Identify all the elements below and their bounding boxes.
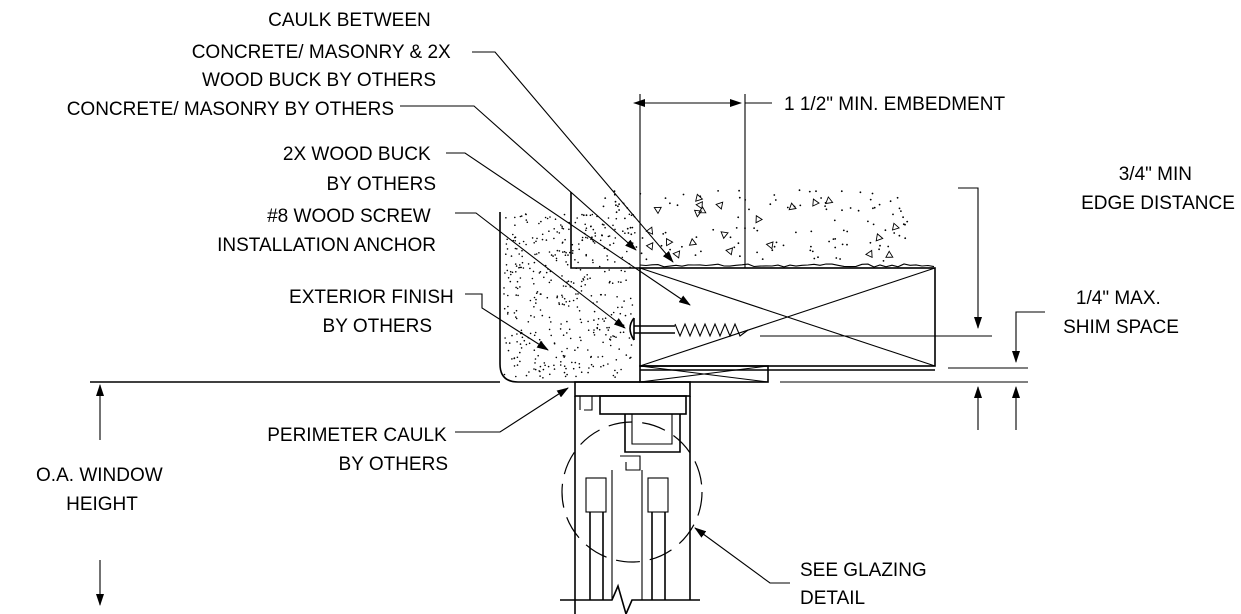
label-shim-space: 1/4" MAX. SHIM SPACE [1063, 288, 1179, 338]
label-embedment: 1 1/2" MIN. EMBEDMENT [784, 94, 1005, 115]
label-window-height: O.A. WINDOW HEIGHT [36, 465, 168, 515]
leader-lines [400, 51, 790, 584]
concrete-masonry [570, 189, 935, 269]
exterior-finish [499, 212, 640, 383]
label-wood-buck: 2X WOOD BUCK BY OTHERS [283, 144, 436, 195]
label-glazing-detail: SEE GLAZING DETAIL [800, 560, 932, 609]
label-concrete-masonry: CONCRETE/ MASONRY BY OTHERS [67, 99, 394, 120]
labels: CAULK BETWEEN CONCRETE/ MASONRY & 2X WOO… [36, 10, 1235, 609]
dimensions [90, 94, 1045, 606]
label-perimeter-caulk: PERIMETER CAULK BY OTHERS [267, 425, 452, 475]
label-caulk-between: CAULK BETWEEN CONCRETE/ MASONRY & 2X WOO… [192, 10, 456, 91]
wood-buck [639, 267, 936, 383]
window-frame [560, 381, 703, 614]
wood-screw [629, 317, 749, 341]
label-exterior-finish: EXTERIOR FINISH BY OTHERS [289, 287, 459, 337]
label-wood-screw: #8 WOOD SCREW INSTALLATION ANCHOR [217, 206, 436, 256]
label-edge-distance: 3/4" MIN EDGE DISTANCE [1081, 164, 1235, 214]
